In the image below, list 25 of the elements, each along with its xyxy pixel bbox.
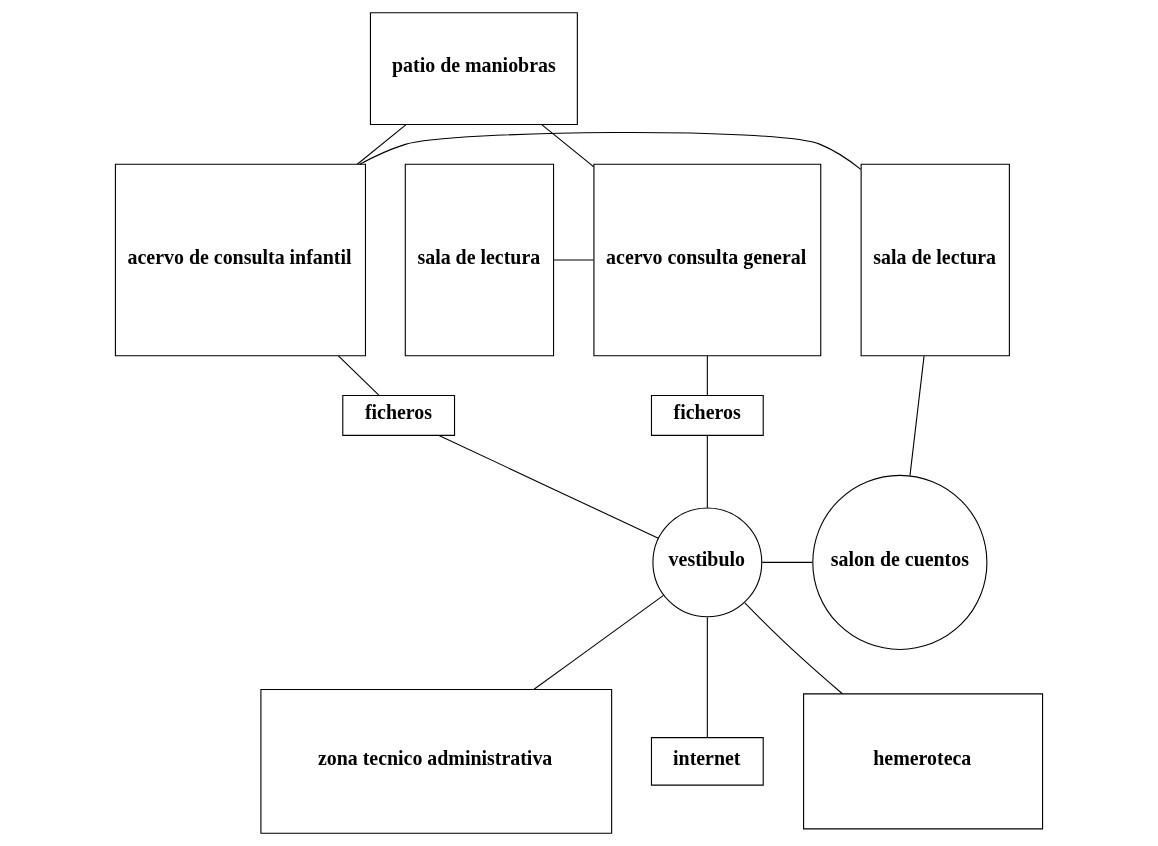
node-box: ficheros [650, 394, 764, 436]
node-box: acervo consulta general [593, 163, 822, 357]
node-box: internet [650, 737, 764, 786]
connector [356, 124, 407, 165]
node-circle: vestibulo [652, 507, 763, 618]
connector [706, 616, 708, 738]
connector [359, 132, 862, 170]
connector [706, 434, 708, 509]
node-box: patio de maniobras [369, 12, 578, 125]
connector [706, 355, 708, 396]
connector [909, 355, 925, 477]
connector [744, 602, 843, 695]
connector [533, 594, 665, 690]
connector [337, 355, 380, 396]
node-box: zona tecnico administrativa [260, 688, 613, 834]
node-box: acervo de consulta infantil [114, 163, 367, 357]
node-box: hemeroteca [803, 693, 1044, 830]
node-circle: salon de cuentos [812, 474, 988, 650]
node-box: ficheros [342, 394, 456, 436]
connector [438, 434, 659, 539]
connector [541, 124, 595, 168]
node-box: sala de lectura [404, 163, 555, 357]
connector [553, 259, 595, 261]
node-box: sala de lectura [860, 163, 1010, 357]
connector [761, 561, 813, 563]
